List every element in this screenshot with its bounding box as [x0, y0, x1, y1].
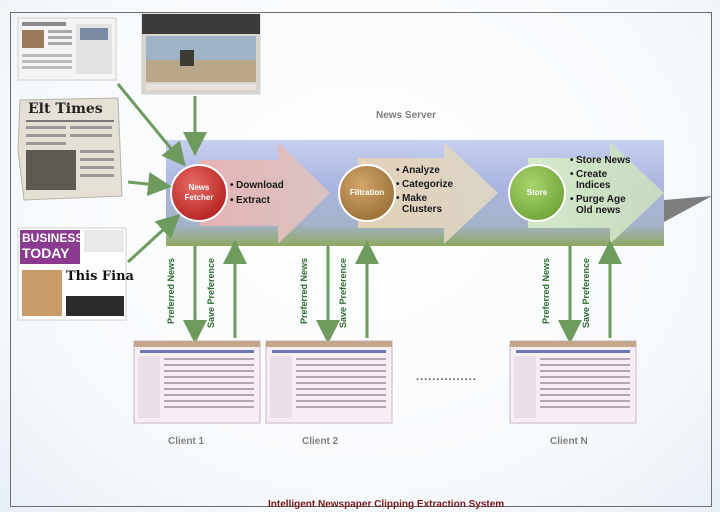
stage-3-title: Store: [517, 188, 557, 198]
news-server-band-arrow-tip: [664, 196, 712, 222]
stage-3-chevron: [528, 142, 664, 244]
client-1-save-preference-label: Save Preference: [206, 257, 216, 328]
news-server-label: News Server: [376, 110, 437, 121]
client-2-preferred-news-label: Preferred News: [299, 257, 309, 324]
client-1-label: Client 1: [168, 436, 205, 447]
business-today-headline: This Fina: [66, 269, 134, 284]
stage-1-title: News Fetcher: [179, 183, 219, 203]
task-item: Analyze: [396, 165, 462, 176]
task-item: Extract: [230, 195, 284, 206]
source-arrow-1: [116, 83, 186, 167]
stage-1-chevron: [200, 142, 330, 244]
task-item: Categorize: [396, 179, 462, 190]
stage-1-title-line1: News: [188, 183, 210, 192]
client-2-screen: [265, 340, 393, 424]
client-n-screen: [509, 340, 637, 424]
business-today-masthead-line1: BUSINESS: [22, 231, 84, 245]
client-n-label: Client N: [550, 436, 588, 447]
elt-times-masthead: Elt Times: [28, 101, 103, 117]
stage-2-tasks: Analyze Categorize Make Clusters: [396, 165, 462, 215]
newspaper-front-page-image: [17, 17, 117, 81]
client-1-screen: [133, 340, 261, 424]
client-1-preferred-news-label: Preferred News: [166, 257, 176, 324]
client-n-save-preference-label: Save Preference: [581, 257, 591, 328]
stage-1-title-line2: Fetcher: [184, 193, 214, 202]
task-item: Purge Age Old news: [570, 194, 632, 216]
source-arrow-3: [127, 172, 172, 197]
task-item: Make Clusters: [396, 193, 462, 215]
task-item: Store News: [570, 155, 632, 166]
client-2-label: Client 2: [302, 436, 339, 447]
stage-2-circle: [338, 164, 396, 222]
stage-2-title: Filtration: [345, 188, 389, 198]
stage-2-title-line1: Filtration: [349, 188, 385, 197]
source-arrow-4: [126, 213, 181, 264]
business-today-masthead-line2: TODAY: [22, 245, 70, 261]
task-item: Download: [230, 180, 284, 191]
elt-times-newspaper-image: [17, 97, 123, 201]
client-n-preferred-news-label: Preferred News: [541, 257, 551, 324]
stage-3-circle: [508, 164, 566, 222]
diagram-title: Intelligent Newspaper Clipping Extractio…: [268, 499, 505, 510]
more-clients-ellipsis: ...............: [416, 371, 477, 383]
stage-3-tasks: Store News Create Indices Purge Age Old …: [570, 155, 632, 216]
client-2-save-preference-label: Save Preference: [338, 257, 348, 328]
stage-1-tasks: Download Extract: [230, 180, 284, 206]
business-today-magazine-image: [17, 227, 127, 321]
photo-news-image: [141, 13, 261, 95]
stage-3-title-line1: Store: [526, 188, 548, 197]
diagram-border: [10, 12, 712, 507]
task-item: Create Indices: [570, 169, 632, 191]
